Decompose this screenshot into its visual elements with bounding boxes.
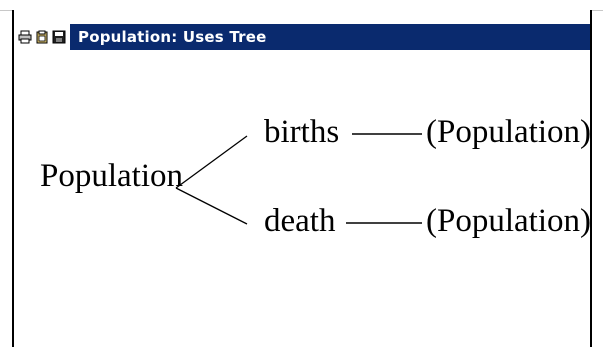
tree-node-births[interactable]: births xyxy=(264,114,340,150)
window-title: Population: Uses Tree xyxy=(78,28,267,46)
save-icon[interactable] xyxy=(52,30,66,45)
tree-root-node[interactable]: Population xyxy=(40,158,184,194)
edge-root-births xyxy=(175,135,248,189)
uses-tree-window: Population: Uses Tree Population births … xyxy=(12,10,592,347)
copy-icon[interactable] xyxy=(35,30,49,45)
tree-node-death[interactable]: death xyxy=(264,203,336,239)
print-icon[interactable] xyxy=(18,30,32,45)
tree-edges xyxy=(175,133,422,225)
tree-node-births-uses[interactable]: (Population) xyxy=(426,114,591,150)
edge-root-death xyxy=(175,187,248,225)
tree-node-death-uses[interactable]: (Population) xyxy=(426,203,591,239)
title-bar-icons xyxy=(14,24,70,50)
title-bar: Population: Uses Tree xyxy=(14,24,590,50)
uses-tree: Population births (Population) death (Po… xyxy=(14,50,591,347)
